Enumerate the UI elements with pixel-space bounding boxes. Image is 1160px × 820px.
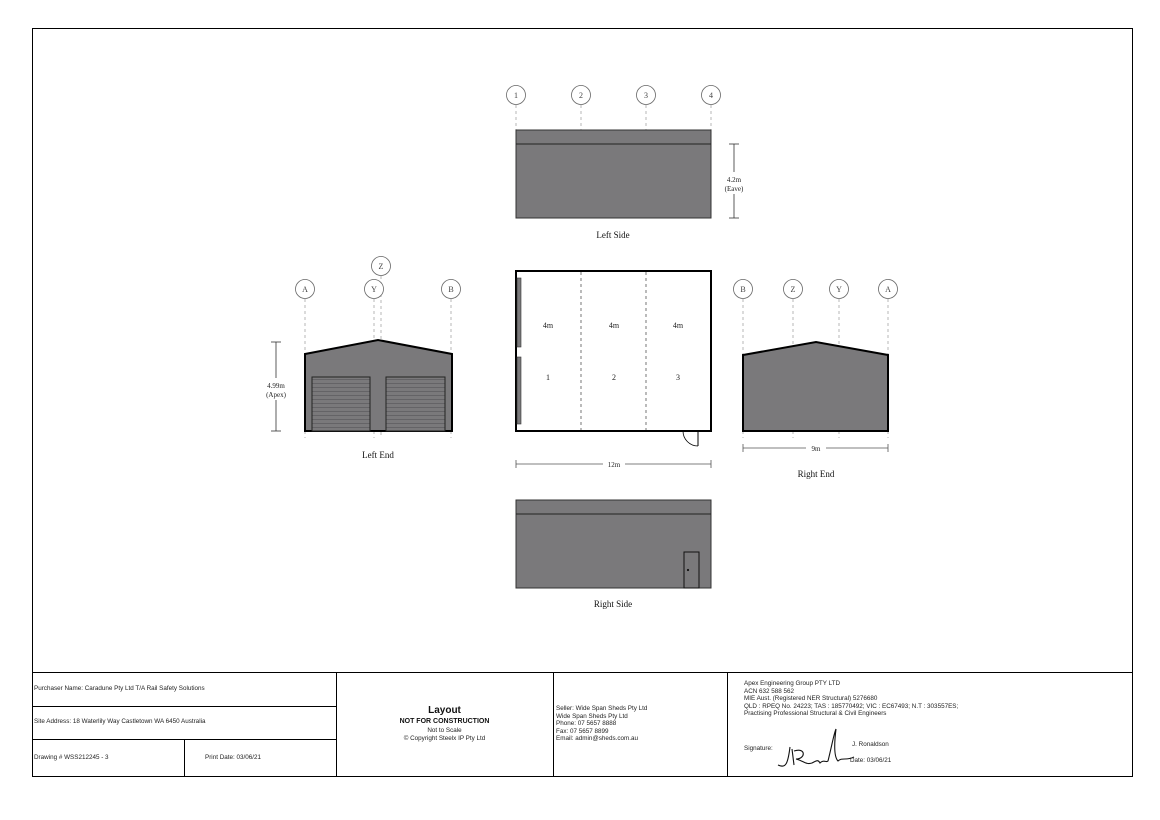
left-end-caption: Left End xyxy=(362,450,394,460)
grid-bubble-label-3: 3 xyxy=(644,91,648,100)
bay-3: 4m 3 xyxy=(673,321,684,382)
engineer-line: QLD : RPEQ No. 24223; TAS : 185770492; V… xyxy=(744,702,959,710)
engineer-line: ACN 632 588 562 xyxy=(744,687,795,695)
roller-door-right xyxy=(385,376,446,432)
copyright: © Copyright Steelx IP Pty Ltd xyxy=(403,734,486,742)
left-side-wall xyxy=(515,129,712,219)
engineer-line: MIE Aust. (Registered NER Structural) 52… xyxy=(744,695,878,702)
site-address: Site Address: 18 Waterlily Way Castletow… xyxy=(34,718,206,725)
eave-height-value: 4.2m xyxy=(727,176,742,184)
title-block: Purchaser Name: Caradune Pty Ltd T/A Rai… xyxy=(32,672,1133,777)
drawing-number: Drawing # WSS212245 - 3 xyxy=(34,754,109,761)
personal-access-door-swing xyxy=(682,430,699,447)
bay-1: 4m 1 xyxy=(543,321,554,382)
engineer-date: Date: 03/06/21 xyxy=(850,757,892,764)
seller-line: Seller: Wide Span Sheds Pty Ltd xyxy=(556,705,648,712)
right-end-width-dimension: 9m xyxy=(742,443,889,453)
grid-bubble-label-1: 1 xyxy=(514,91,518,100)
left-end-elevation: A Y Z B 4.99m (Apex) Left End xyxy=(263,256,461,460)
plan-roller-door-2 xyxy=(516,356,522,425)
drawing-sheet-border xyxy=(32,28,1133,777)
seller-details: Seller: Wide Span Sheds Pty Ltd Wide Spa… xyxy=(556,705,647,743)
grid-bubble-4 xyxy=(701,85,721,105)
bay-1-number: 1 xyxy=(546,373,550,382)
shed-drawing: 1 2 3 4 4.2m (Eave) Left Side A Y Z B xyxy=(263,85,898,609)
engineer-line: Practising Professional Structural & Civ… xyxy=(744,710,887,717)
not-for-construction: NOT FOR CONSTRUCTION xyxy=(399,718,490,725)
seller-line: Phone: 07 5657 8888 xyxy=(556,720,617,727)
bay-3-number: 3 xyxy=(676,373,680,382)
drawing-title: Layout xyxy=(428,705,461,716)
seller-line: Fax: 07 5657 8899 xyxy=(556,727,609,735)
print-date: Print Date: 03/06/21 xyxy=(205,754,262,761)
eave-height-label: (Eave) xyxy=(725,185,744,193)
grid-bubble-z: Z xyxy=(379,262,384,271)
engineer-name: J. Ronaldson xyxy=(852,741,889,748)
left-side-elevation: 1 2 3 4 4.2m (Eave) Left Side xyxy=(506,85,746,240)
floor-plan: 4m 1 4m 2 4m 3 12m xyxy=(515,270,712,469)
personal-access-door xyxy=(683,551,700,589)
grid-bubble-b: B xyxy=(448,285,453,294)
bay-2-width: 4m xyxy=(609,321,620,330)
left-side-caption: Left Side xyxy=(596,230,629,240)
right-end-wall xyxy=(742,340,889,432)
grid-bubble-1 xyxy=(506,85,526,105)
bay-2: 4m 2 xyxy=(609,321,620,382)
signature-label: Signature: xyxy=(744,745,773,752)
grid-bubble-label-2: 2 xyxy=(579,91,583,100)
grid-bubble-2 xyxy=(571,85,591,105)
engineer-line: Apex Engineering Group PTY LTD xyxy=(744,680,841,687)
grid-bubble-y: Y xyxy=(371,285,377,294)
plan-length-dimension: 12m xyxy=(515,459,712,469)
bay-1-width: 4m xyxy=(543,321,554,330)
grid-bubble-a: A xyxy=(302,285,308,294)
apex-height-label: (Apex) xyxy=(266,391,286,399)
not-to-scale: Not to Scale xyxy=(427,727,462,734)
plan-length-value: 12m xyxy=(608,461,621,469)
right-end-width-value: 9m xyxy=(812,445,822,453)
grid-bubble-y: Y xyxy=(836,285,842,294)
eave-height-dimension: 4.2m (Eave) xyxy=(724,143,746,219)
bay-3-width: 4m xyxy=(673,321,684,330)
apex-height-value: 4.99m xyxy=(267,382,285,390)
right-side-wall xyxy=(515,499,712,589)
right-side-elevation: Right Side xyxy=(515,499,712,609)
door-handle xyxy=(686,568,690,572)
layout-title-block: Layout NOT FOR CONSTRUCTION Not to Scale… xyxy=(336,705,553,742)
signature-mark xyxy=(777,728,855,767)
apex-height-dimension: 4.99m (Apex) xyxy=(263,341,289,432)
grid-bubble-z: Z xyxy=(791,285,796,294)
floor-plan-outline xyxy=(515,270,712,432)
purchaser-name: Purchaser Name: Caradune Pty Ltd T/A Rai… xyxy=(34,685,205,692)
right-end-caption: Right End xyxy=(798,469,835,479)
top-grid-bubbles: 1 2 3 4 xyxy=(506,85,721,130)
right-end-elevation: B Z Y A 9m Right End xyxy=(733,279,898,479)
grid-bubble-b: B xyxy=(740,285,745,294)
engineer-details: Apex Engineering Group PTY LTD ACN 632 5… xyxy=(744,680,958,718)
roller-door-left xyxy=(311,376,371,432)
grid-bubble-a: A xyxy=(885,285,891,294)
seller-line: Wide Span Sheds Pty Ltd xyxy=(556,712,628,720)
grid-bubble-label-4: 4 xyxy=(709,91,713,100)
bay-2-number: 2 xyxy=(612,373,616,382)
plan-roller-door-1 xyxy=(516,277,522,348)
seller-line: Email: admin@sheds.com.au xyxy=(556,735,638,742)
grid-bubble-3 xyxy=(636,85,656,105)
right-side-caption: Right Side xyxy=(594,599,632,609)
